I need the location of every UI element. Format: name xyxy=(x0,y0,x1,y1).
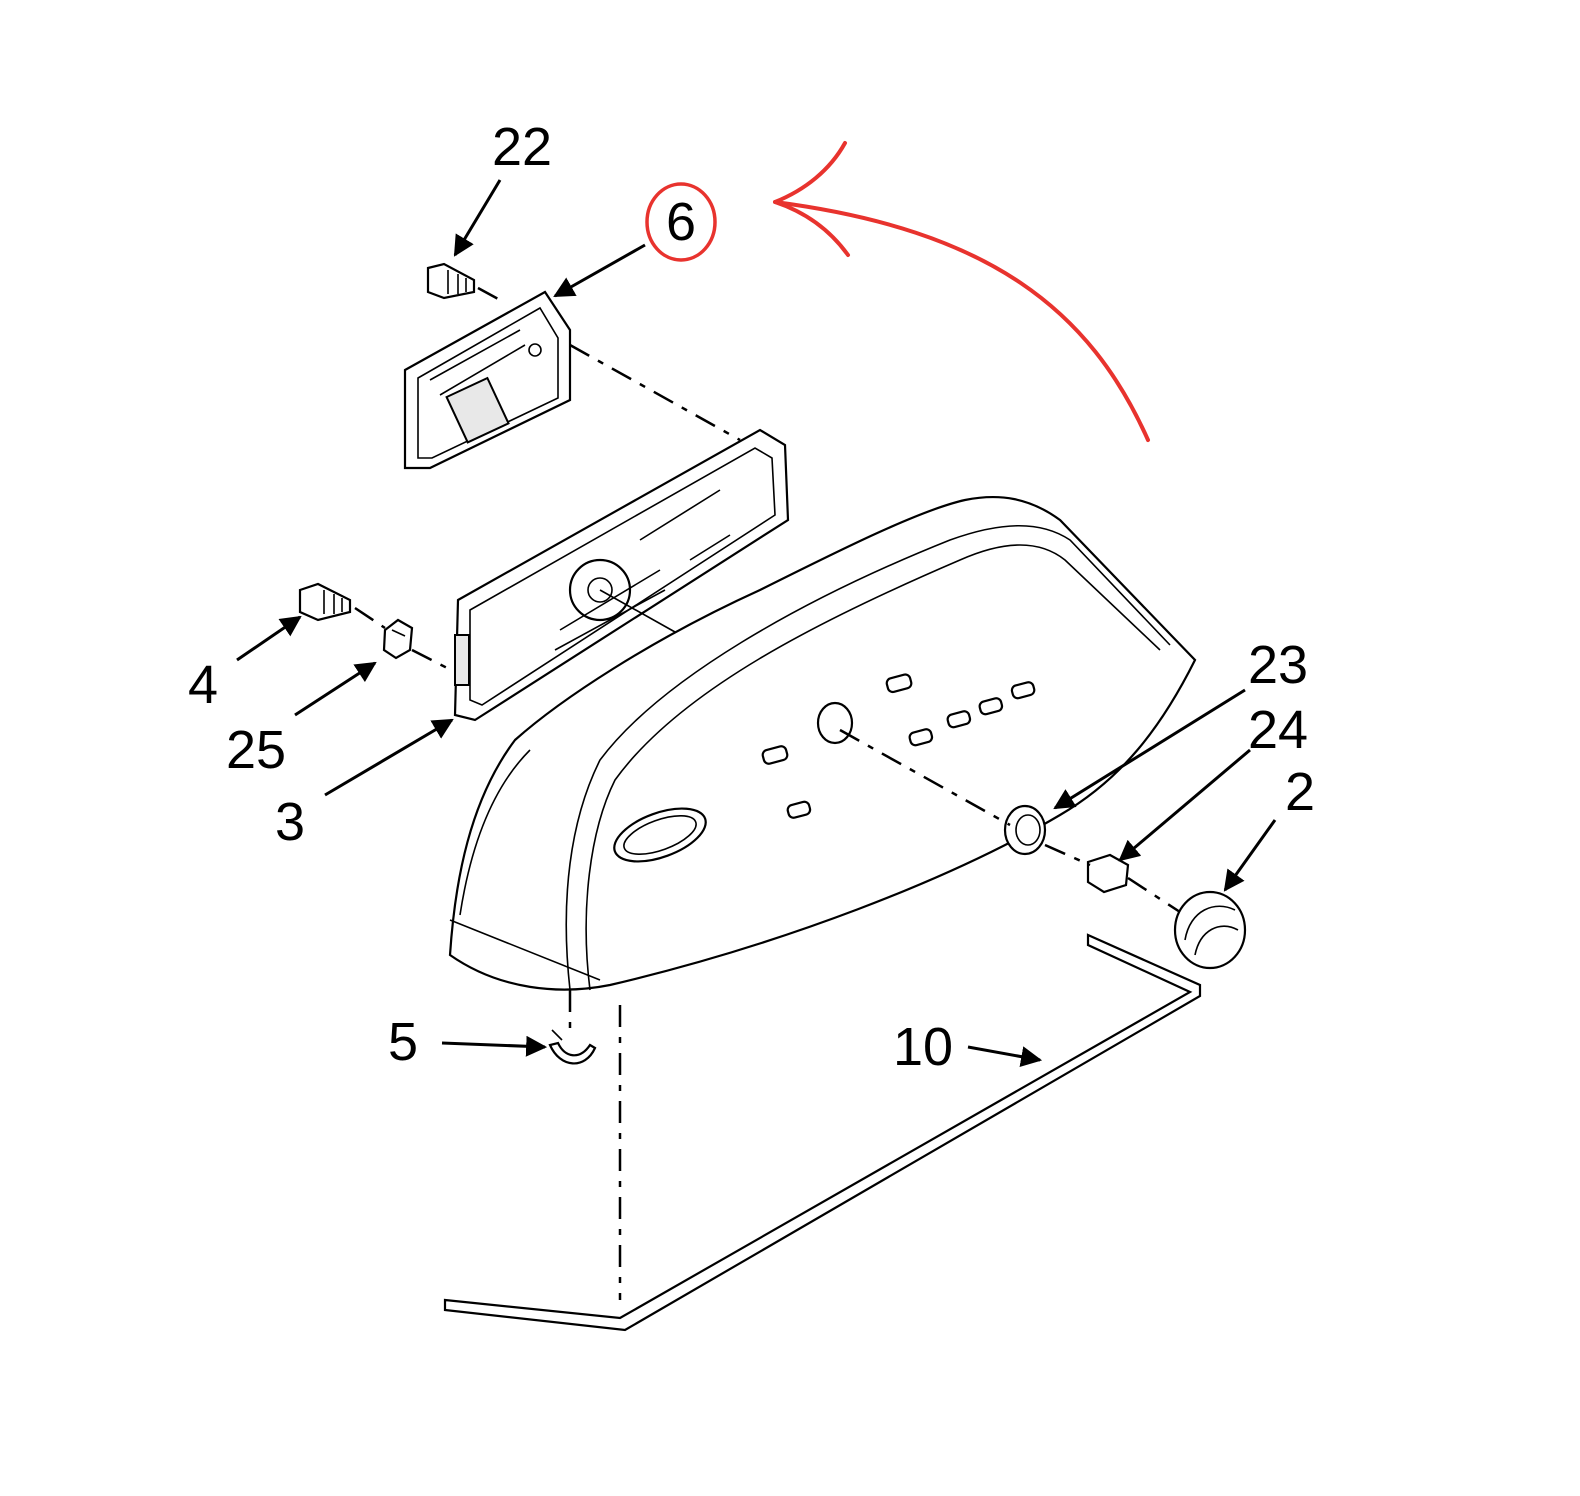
callout-25: 25 xyxy=(226,720,286,780)
callout-6: 6 xyxy=(666,192,696,252)
highlight-arrowhead xyxy=(773,141,850,257)
screw-22 xyxy=(426,262,476,300)
callout-10: 10 xyxy=(893,1017,953,1077)
leader-arrows xyxy=(236,179,1277,1067)
ring-23 xyxy=(1003,804,1047,856)
screw-4 xyxy=(298,582,352,622)
clip-25 xyxy=(382,618,414,660)
highlight-arrow xyxy=(773,200,1150,442)
console-housing xyxy=(448,495,1197,991)
callout-2: 2 xyxy=(1285,762,1315,822)
control-board xyxy=(403,290,572,470)
gasket-10 xyxy=(443,933,1202,1332)
highlight-annotation xyxy=(645,141,1150,442)
assembly-lines xyxy=(354,286,1181,1300)
insert-24 xyxy=(1086,853,1130,894)
callout-labels: 22 6 4 25 3 23 24 2 5 10 xyxy=(188,117,1315,1077)
clip-5 xyxy=(548,1029,597,1065)
knob-2 xyxy=(1173,890,1247,970)
callout-24: 24 xyxy=(1248,700,1308,760)
highlight-circle xyxy=(645,182,717,262)
callout-3: 3 xyxy=(275,792,305,852)
callout-5: 5 xyxy=(388,1012,418,1072)
callout-23: 23 xyxy=(1248,635,1308,695)
callout-4: 4 xyxy=(188,655,218,715)
callout-22: 22 xyxy=(492,117,552,177)
ui-panel xyxy=(453,428,790,722)
